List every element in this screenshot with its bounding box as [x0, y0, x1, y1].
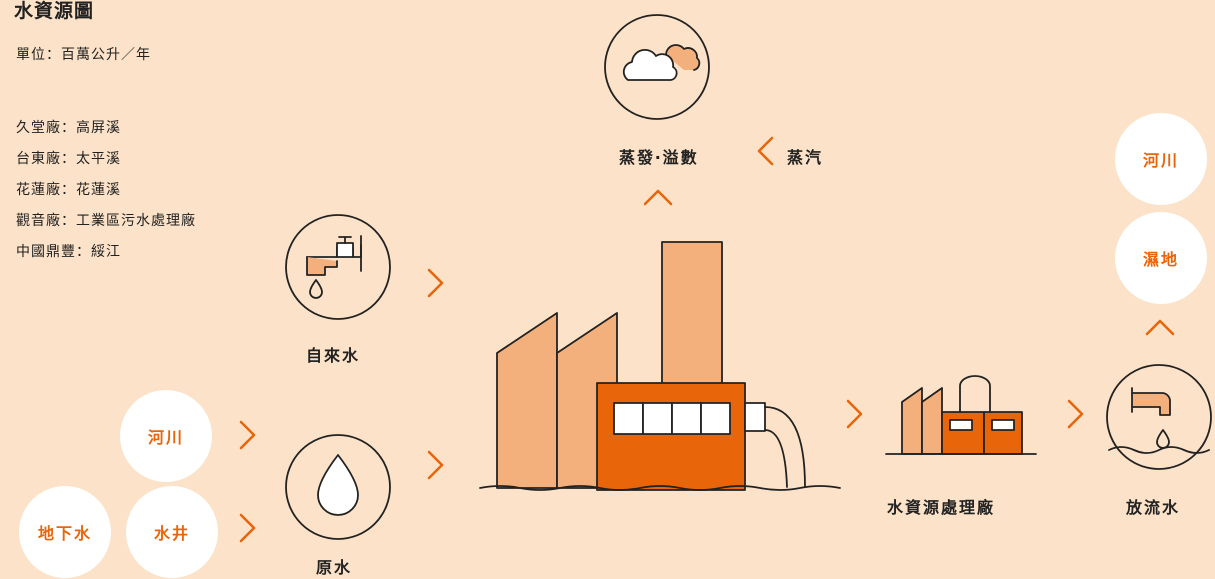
chevron-up-icon [1145, 319, 1175, 336]
discharge-faucet-icon [1106, 364, 1212, 470]
chevron-left-icon [757, 136, 774, 166]
water-drop-icon [285, 434, 391, 540]
tap-water-label: 自來水 [306, 346, 361, 365]
discharge-label: 放流水 [1126, 498, 1181, 517]
note-item: 中國鼎豐：綏江 [16, 244, 121, 260]
source-well-bubble: 水井 [126, 486, 218, 578]
chevron-right-icon [239, 420, 256, 450]
destination-wetland-bubble: 濕地 [1115, 212, 1207, 304]
raw-water-label: 原水 [316, 558, 353, 577]
unit-label: 單位：百萬公升／年 [16, 47, 151, 63]
steam-label: 蒸汽 [787, 148, 824, 167]
cloud-icon [604, 14, 710, 120]
evaporation-label: 蒸發‧溢數 [619, 148, 699, 167]
page-title: 水資源圖 [14, 0, 95, 22]
treatment-plant-label: 水資源處理廠 [887, 498, 996, 517]
chevron-right-icon [427, 450, 444, 480]
note-item: 觀音廠：工業區污水處理廠 [16, 213, 196, 229]
chevron-right-icon [427, 268, 444, 298]
note-item: 台東廠：太平溪 [16, 151, 121, 167]
chevron-right-icon [1067, 399, 1084, 429]
note-item: 花蓮廠：花蓮溪 [16, 182, 121, 198]
note-item: 久堂廠：高屏溪 [16, 120, 121, 136]
source-groundwater-bubble: 地下水 [19, 486, 111, 578]
chevron-right-icon [239, 513, 256, 543]
chevron-up-icon [643, 189, 673, 206]
plant-notes: 久堂廠：高屏溪 台東廠：太平溪 花蓮廠：花蓮溪 觀音廠：工業區污水處理廠 中國鼎… [16, 113, 196, 268]
source-river-bubble: 河川 [120, 390, 212, 482]
destination-river-bubble: 河川 [1115, 113, 1207, 205]
chevron-right-icon [846, 399, 863, 429]
treatment-plant-icon [885, 375, 1037, 455]
faucet-icon [285, 214, 391, 320]
factory-illustration [479, 241, 841, 491]
